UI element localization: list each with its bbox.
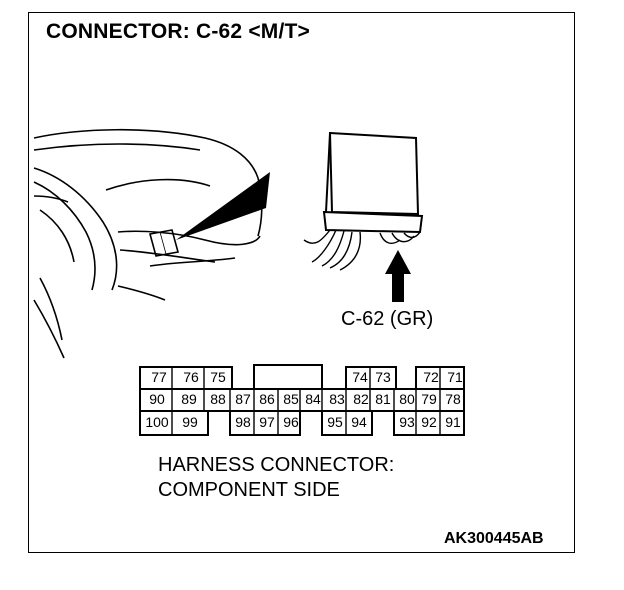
diagram-title: CONNECTOR: C-62 <M/T> <box>46 20 311 43</box>
pin-label: 85 <box>283 391 299 407</box>
pin-label: 88 <box>210 391 226 407</box>
pointer-wedge <box>176 172 270 240</box>
ecu-module <box>322 131 424 234</box>
pin-label: 80 <box>399 391 415 407</box>
pin-label: 79 <box>421 391 437 407</box>
connector-grid-dividers <box>171 367 441 435</box>
pin-label: 86 <box>259 391 275 407</box>
pin-label: 78 <box>445 391 461 407</box>
caption: HARNESS CONNECTOR: COMPONENT SIDE <box>158 453 394 503</box>
pin-label: 71 <box>447 369 463 385</box>
pin-label: 92 <box>421 414 437 430</box>
pin-label: 77 <box>151 369 167 385</box>
pin-label: 100 <box>145 414 169 430</box>
connector-label: C-62 (GR) <box>341 308 434 330</box>
pin-label: 97 <box>259 414 275 430</box>
wire-harness <box>303 229 421 271</box>
caption-line-2: COMPONENT SIDE <box>158 479 340 501</box>
pin-label: 91 <box>445 414 461 430</box>
dashboard-drawing <box>33 128 263 359</box>
pin-label: 87 <box>235 391 251 407</box>
caption-line-1: HARNESS CONNECTOR: <box>158 454 395 476</box>
connector-grid <box>139 364 465 436</box>
arrow-up <box>385 250 411 302</box>
pin-label: 72 <box>423 369 439 385</box>
pin-label: 81 <box>375 391 391 407</box>
pin-label: 75 <box>210 369 226 385</box>
pin-label: 90 <box>149 391 165 407</box>
pin-label: 83 <box>329 391 345 407</box>
pin-label: 93 <box>399 414 415 430</box>
pin-label: 98 <box>235 414 251 430</box>
pin-label: 99 <box>182 414 198 430</box>
pin-label: 74 <box>352 369 368 385</box>
pin-label: 95 <box>327 414 343 430</box>
pin-label: 94 <box>351 414 367 430</box>
pin-label: 76 <box>183 369 199 385</box>
pin-label: 96 <box>283 414 299 430</box>
pin-label: 82 <box>353 391 369 407</box>
pin-label: 73 <box>375 369 391 385</box>
pin-label: 89 <box>181 391 197 407</box>
diagram-frame <box>28 12 575 553</box>
figure-code: AK300445AB <box>444 530 544 547</box>
pin-label: 84 <box>305 391 321 407</box>
